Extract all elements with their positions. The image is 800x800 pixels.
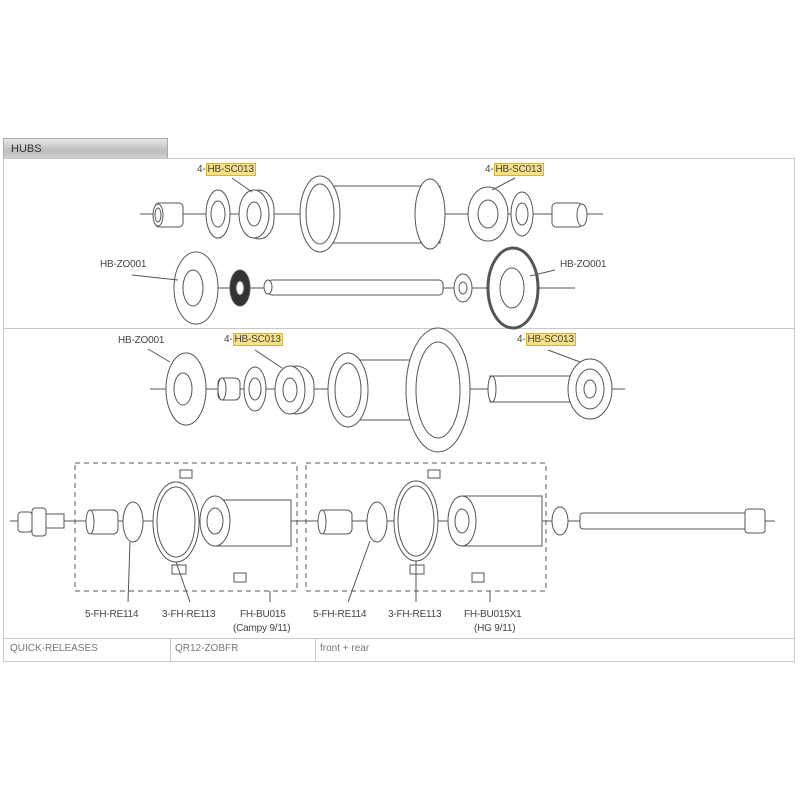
divider-table	[3, 638, 795, 639]
front-right-endcap-label[interactable]: HB-ZO001	[560, 259, 607, 270]
rear-right-bearing	[568, 359, 612, 419]
front-left-adapter	[153, 203, 183, 227]
part-code-highlight[interactable]: HB-SC013	[525, 333, 576, 346]
shimano-seal	[367, 502, 387, 542]
leader-lines	[148, 349, 580, 368]
front-right-bearing	[468, 187, 508, 241]
front-right-adapter	[552, 203, 587, 227]
front-left-endcap	[174, 252, 218, 324]
rear-axle-right	[552, 507, 765, 535]
front-left-endcap-label[interactable]: HB-ZO001	[100, 259, 147, 270]
parts-frame	[3, 158, 795, 662]
divider-front-rear	[3, 328, 795, 329]
rear-left-spacer	[218, 378, 240, 400]
qty-prefix: 4-	[224, 334, 233, 345]
campy-body-note: (Campy 9/11)	[233, 623, 291, 634]
section-tab-hubs[interactable]: HUBS	[3, 138, 168, 158]
shimano-body-note: (HG 9/11)	[474, 623, 516, 634]
campy-body-label[interactable]: FH-BU015	[240, 609, 286, 620]
front-hub-shell	[300, 176, 445, 252]
rear-left-seal	[244, 367, 266, 411]
front-right-bearing-label[interactable]: 4-HB-SC013	[485, 163, 544, 176]
leader-lines	[128, 541, 490, 602]
part-code-highlight[interactable]: HB-SC013	[232, 333, 283, 346]
front-left-seal	[206, 190, 230, 238]
rear-right-bearing-label[interactable]: 4-HB-SC013	[517, 333, 576, 346]
front-right-locknut	[454, 274, 472, 302]
campy-freehub-body	[200, 496, 291, 546]
shimano-kit-box	[306, 463, 546, 591]
shimano-spacer	[318, 510, 352, 534]
rear-left-bearing	[275, 366, 314, 414]
rear-hub-shell	[328, 328, 470, 452]
front-left-bearing	[239, 190, 274, 239]
quick-release-left-nut	[18, 508, 64, 536]
campy-spacer-label[interactable]: 5-FH-RE114	[85, 609, 139, 620]
part-code-highlight[interactable]: HB-SC013	[205, 163, 256, 176]
front-left-bearing-label[interactable]: 4-HB-SC013	[197, 163, 256, 176]
qty-prefix: 4-	[197, 164, 206, 175]
campy-spacer	[86, 510, 118, 534]
table-note: front + rear	[320, 643, 370, 654]
shimano-freehub-body	[448, 496, 542, 546]
part-code-highlight[interactable]: HB-SC013	[493, 163, 544, 176]
table-part-code[interactable]: QR12-ZOBFR	[175, 643, 239, 654]
rear-right-sleeve	[488, 376, 572, 402]
front-right-endcap	[488, 248, 538, 328]
shimano-body-label[interactable]: FH-BU015X1	[464, 609, 522, 620]
front-axle	[264, 280, 443, 295]
rear-left-bearing-label[interactable]: 4-HB-SC013	[224, 333, 283, 346]
campy-ring	[153, 482, 199, 562]
table-col-divider	[170, 638, 171, 662]
rear-left-endcap	[166, 353, 206, 425]
front-left-locknut	[230, 270, 250, 306]
qty-prefix: 4-	[517, 334, 526, 345]
campy-seal	[123, 502, 143, 542]
section-title: HUBS	[11, 143, 42, 155]
leader-lines	[132, 178, 555, 280]
shimano-pawls	[410, 470, 484, 582]
shimano-spacer-label[interactable]: 5-FH-RE114	[313, 609, 367, 620]
qty-prefix: 4-	[485, 164, 494, 175]
campy-pawls-label[interactable]: 3-FH-RE113	[162, 609, 216, 620]
shimano-pawls-label[interactable]: 3-FH-RE113	[388, 609, 442, 620]
shimano-ring	[394, 481, 438, 561]
front-right-seal	[511, 192, 533, 236]
rear-endcap-label[interactable]: HB-ZO001	[118, 335, 165, 346]
table-col-divider	[315, 638, 316, 662]
table-category: QUICK-RELEASES	[10, 643, 98, 654]
